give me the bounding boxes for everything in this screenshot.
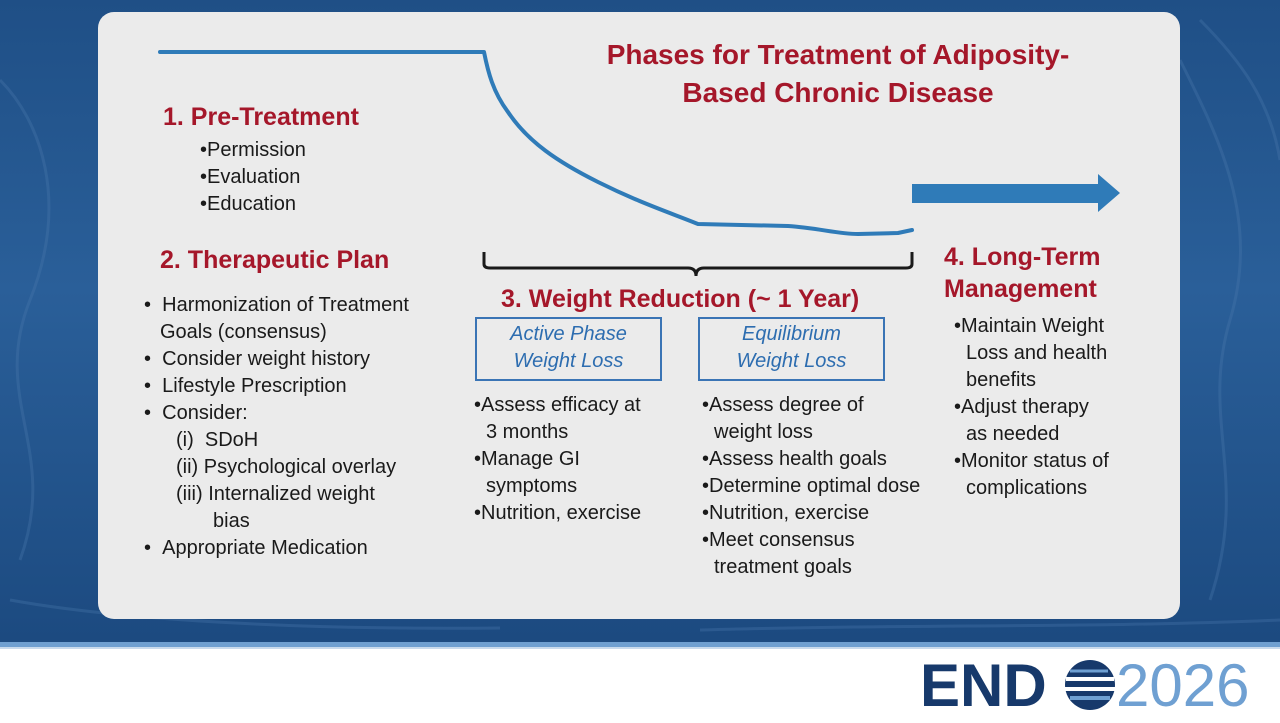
phase4-heading-line1: 4. Long-Term — [944, 243, 1101, 271]
phase2-list: • Harmonization of Treatment Goals (cons… — [144, 292, 409, 562]
sub-list-item: (ii) Psychological overlay — [176, 456, 397, 478]
phase2-heading: 2. Therapeutic Plan — [160, 246, 390, 274]
list-item-continued: complications — [966, 477, 1088, 499]
list-item: • Consider weight history — [144, 348, 370, 370]
sub-list-item-continued: bias — [213, 510, 250, 532]
endo-2026-logo: END 2026 — [920, 652, 1270, 719]
logo-text-year: 2026 — [1116, 652, 1249, 718]
globe-icon — [1065, 660, 1115, 710]
phase1-heading: 1. Pre-Treatment — [163, 103, 359, 131]
weight-trajectory-diagram — [158, 50, 1120, 277]
footer-stripe-light — [0, 647, 1280, 649]
long-term-arrow-shaft — [912, 184, 1100, 203]
slide-title: Phases for Treatment of Adiposity- Based… — [568, 36, 1108, 112]
list-item: • Appropriate Medication — [144, 537, 368, 559]
list-item: •Assess health goals — [702, 448, 887, 470]
slide-title-line2: Based Chronic Disease — [682, 77, 994, 108]
list-item-continued: treatment goals — [714, 556, 852, 578]
phase4-heading: 4. Long-Term Management — [944, 241, 1100, 305]
sub-list-item: (i) SDoH — [176, 429, 259, 451]
list-item: •Maintain Weight — [954, 315, 1105, 337]
slide-title-line1: Phases for Treatment of Adiposity- — [606, 39, 1070, 70]
list-item-continued: symptoms — [486, 475, 578, 497]
equilibrium-list: •Assess degree of weight loss •Assess he… — [702, 392, 920, 581]
list-item: •Monitor status of — [954, 450, 1109, 472]
list-item-continued: as needed — [966, 423, 1060, 445]
weight-curve — [158, 50, 914, 236]
list-item: •Adjust therapy — [954, 396, 1089, 418]
logo-graphic: END 2026 — [920, 652, 1249, 719]
equilibrium-box-line1: Equilibrium — [742, 323, 841, 345]
phase1-list: •Permission •Evaluation •Education — [200, 137, 306, 218]
list-item-continued: Goals (consensus) — [160, 321, 327, 343]
list-item-continued: weight loss — [714, 421, 813, 443]
logo-text-end: END — [920, 652, 1047, 718]
list-item-continued: benefits — [966, 369, 1037, 391]
active-phase-box-line1: Active Phase — [510, 323, 627, 345]
long-term-arrow-head — [1098, 174, 1120, 212]
content-panel: Phases for Treatment of Adiposity- Based… — [98, 12, 1180, 619]
background-texture — [0, 18, 1280, 632]
phase3-heading: 3. Weight Reduction (~ 1 Year) — [501, 285, 860, 313]
phase4-list: •Maintain Weight Loss and health benefit… — [954, 313, 1109, 502]
sub-list-item: (iii) Internalized weight — [176, 483, 375, 505]
list-item: •Assess degree of — [702, 394, 864, 416]
list-item: •Meet consensus — [702, 529, 855, 551]
list-item: •Nutrition, exercise — [474, 502, 642, 524]
list-item: •Nutrition, exercise — [702, 502, 870, 524]
list-item: • Lifestyle Prescription — [144, 375, 347, 397]
equilibrium-box-line2: Weight Loss — [736, 350, 847, 372]
list-item: • Consider: — [144, 402, 248, 424]
list-item: •Assess efficacy at — [474, 394, 641, 416]
list-item: •Education — [200, 193, 296, 215]
active-phase-box: Active Phase Weight Loss — [475, 317, 662, 381]
active-phase-box-line2: Weight Loss — [513, 350, 624, 372]
weight-reduction-bracket — [482, 252, 914, 277]
equilibrium-box: Equilibrium Weight Loss — [698, 317, 885, 381]
list-item: •Manage GI — [474, 448, 580, 470]
active-phase-list: •Assess efficacy at 3 months •Manage GI … — [474, 392, 641, 527]
footer-stripe — [0, 642, 1280, 647]
phase4-heading-line2: Management — [944, 275, 1097, 303]
list-item-continued: Loss and health — [966, 342, 1108, 364]
list-item: •Evaluation — [200, 166, 301, 188]
list-item-continued: 3 months — [486, 421, 569, 443]
list-item: •Permission — [200, 139, 306, 161]
list-item: • Harmonization of Treatment — [144, 294, 409, 316]
list-item: •Determine optimal dose — [702, 475, 921, 497]
